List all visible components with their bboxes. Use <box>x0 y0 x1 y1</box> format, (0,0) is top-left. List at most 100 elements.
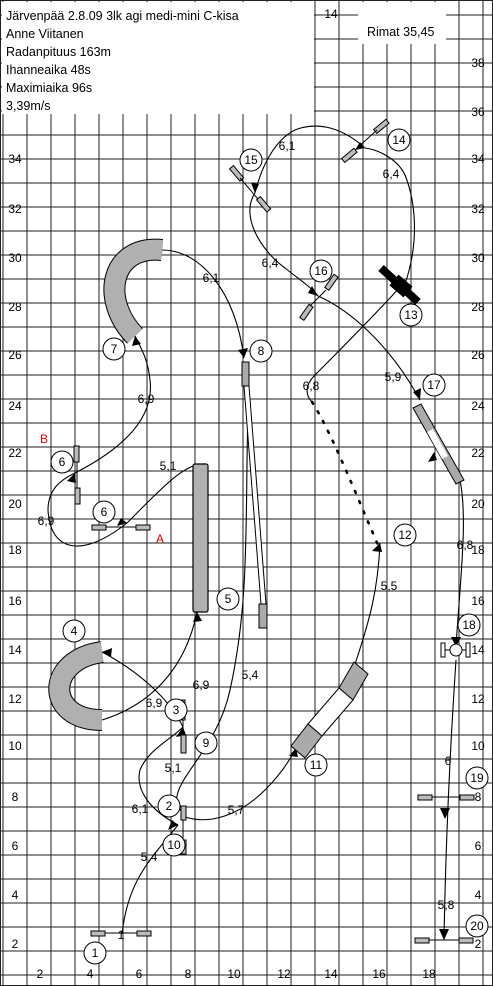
svg-text:18: 18 <box>462 618 476 632</box>
grid-label-bottom: 8 <box>185 967 192 981</box>
obstacle-number-9: 9 <box>194 731 218 755</box>
grid-label-right: 30 <box>471 251 485 265</box>
path-16-17 <box>317 295 421 401</box>
arrow <box>372 543 382 552</box>
path-6-7 <box>74 335 151 474</box>
grid-label-bottom: 14 <box>324 967 338 981</box>
path-10-11 <box>184 747 297 821</box>
distance-label: 6,8 <box>457 538 474 552</box>
maximum-time: Maximiaika 96s <box>6 81 92 95</box>
jump-1 <box>90 930 152 937</box>
svg-text:13: 13 <box>404 308 418 322</box>
grid-label-right: 18 <box>471 543 485 557</box>
arrow <box>428 452 437 462</box>
svg-text:2: 2 <box>166 799 173 813</box>
distance-label: 5,1 <box>160 459 177 473</box>
jump-19 <box>417 794 475 801</box>
obstacle-number-19: 19 <box>465 766 489 790</box>
grid-label-right: 24 <box>471 399 485 413</box>
grid-label-bottom: 18 <box>422 967 436 981</box>
obstacle-number-18: 18 <box>457 613 481 637</box>
obstacle-number-8: 8 <box>249 339 273 363</box>
obstacle-number-14: 14 <box>387 128 411 152</box>
distance-label: 6,4 <box>383 167 400 181</box>
distance-label: 5,1 <box>165 761 182 775</box>
standard-time: Ihanneaika 48s <box>6 63 91 77</box>
path-6-6 <box>47 472 128 547</box>
distance-label: 6,1 <box>279 139 296 153</box>
grid-label-right: 6 <box>475 839 482 853</box>
tunnels <box>48 238 164 731</box>
svg-text:14: 14 <box>392 133 406 147</box>
path-18-20 <box>443 659 457 941</box>
path-4-5 <box>101 611 198 721</box>
jump-16 <box>299 273 339 321</box>
distance-label: 6 <box>445 754 452 768</box>
grid-label-left: 16 <box>8 594 22 608</box>
path-2-3 <box>138 726 184 826</box>
grid-label-left: 4 <box>12 888 19 902</box>
distance-label: 6,9 <box>138 392 155 406</box>
grid-label-right: 12 <box>471 692 485 706</box>
grid-label-left: 8 <box>12 790 19 804</box>
arrow <box>451 637 461 647</box>
grid-label-left: 12 <box>8 692 22 706</box>
grid-label-left: 30 <box>8 251 22 265</box>
grid-label-left: 2 <box>12 937 19 951</box>
grid-label-left: 20 <box>8 497 22 511</box>
arrow <box>308 286 318 296</box>
svg-text:11: 11 <box>310 758 323 772</box>
grid-label-left: 14 <box>8 643 22 657</box>
obstacle-number-13: 13 <box>399 303 423 327</box>
speed: 3,39m/s <box>6 99 50 113</box>
grid-label-right: 2 <box>475 937 482 951</box>
grid-label-right: 14 <box>471 643 485 657</box>
svg-text:4: 4 <box>71 624 78 638</box>
tunnel-7 <box>104 239 163 343</box>
arrow <box>67 473 76 483</box>
distance-label: 5,4 <box>141 850 158 864</box>
grid-label-right: 36 <box>471 105 485 119</box>
distance-label: 5,4 <box>242 668 259 682</box>
svg-text:8: 8 <box>258 344 265 358</box>
svg-text:5: 5 <box>225 592 232 606</box>
svg-text:20: 20 <box>470 919 484 933</box>
obstacle-number-2: 2 <box>157 794 181 818</box>
grid-labels: 2468101214161814161838363432302826242220… <box>8 7 485 981</box>
jump-15 <box>228 164 272 213</box>
grid-label-left: 26 <box>8 348 22 362</box>
course-title: Järvenpää 2.8.09 3lk agi medi-mini C-kis… <box>6 9 239 23</box>
arrow <box>117 518 127 526</box>
grid-label-right: 22 <box>471 446 485 460</box>
svg-text:10: 10 <box>167 838 181 852</box>
svg-text:16: 16 <box>314 264 328 278</box>
distance-label: 6,1 <box>203 271 220 285</box>
distance-label: 5,9 <box>385 370 402 384</box>
grid-label-right: 10 <box>471 739 485 753</box>
grid-label-bottom: 12 <box>277 967 291 981</box>
grid-label-bottom: 2 <box>37 967 44 981</box>
distance-label: 5,8 <box>438 898 455 912</box>
course-length: Radanpituus 163m <box>6 45 111 59</box>
jump-20 <box>414 937 474 944</box>
path-11-12 <box>352 542 381 671</box>
jump-6b <box>91 524 151 531</box>
course-info: Järvenpää 2.8.09 3lk agi medi-mini C-kis… <box>6 9 434 113</box>
table-18 <box>440 642 471 658</box>
path-7-8 <box>161 249 245 359</box>
distance-label: 6,1 <box>132 802 149 816</box>
path-14-15 <box>254 125 366 194</box>
distance-labels: 15,46,15,15,76,96,95,45,16,96,96,16,16,4… <box>38 139 474 942</box>
obstacle-number-10: 10 <box>162 833 186 857</box>
grid-label-right: 26 <box>471 348 485 362</box>
arrow <box>132 336 141 346</box>
judge-name: Anne Viitanen <box>6 27 84 41</box>
obstacle-number-11: 11 <box>304 753 328 777</box>
grid-label-left: 32 <box>8 202 22 216</box>
svg-text:6: 6 <box>59 455 66 469</box>
dog-path <box>47 125 464 941</box>
arrow <box>440 808 450 819</box>
grid-label-right: 20 <box>471 497 485 511</box>
dogwalk-8 <box>241 361 268 629</box>
